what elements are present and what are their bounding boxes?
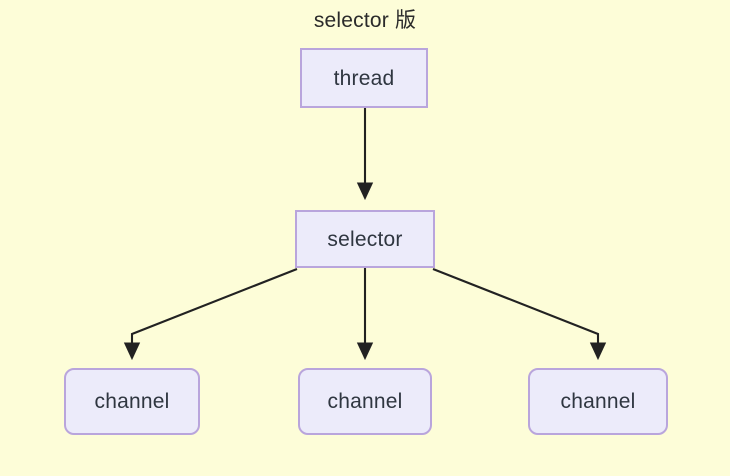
node-thread-label: thread: [333, 66, 395, 90]
node-channel-left-label: channel: [94, 390, 170, 413]
node-selector[interactable]: selector: [295, 210, 435, 268]
diagram-title: selector 版: [313, 9, 417, 32]
node-channel-middle-label: channel: [327, 390, 403, 413]
node-channel-right[interactable]: channel: [528, 368, 668, 435]
node-channel-middle[interactable]: channel: [298, 368, 432, 435]
node-thread[interactable]: thread: [300, 48, 428, 108]
edge-selector-to-channel-right: [432, 268, 607, 361]
node-channel-right-label: channel: [560, 390, 636, 413]
node-channel-left[interactable]: channel: [64, 368, 200, 435]
edge-selector-to-channel-left: [123, 268, 298, 361]
node-selector-label: selector: [327, 227, 403, 251]
